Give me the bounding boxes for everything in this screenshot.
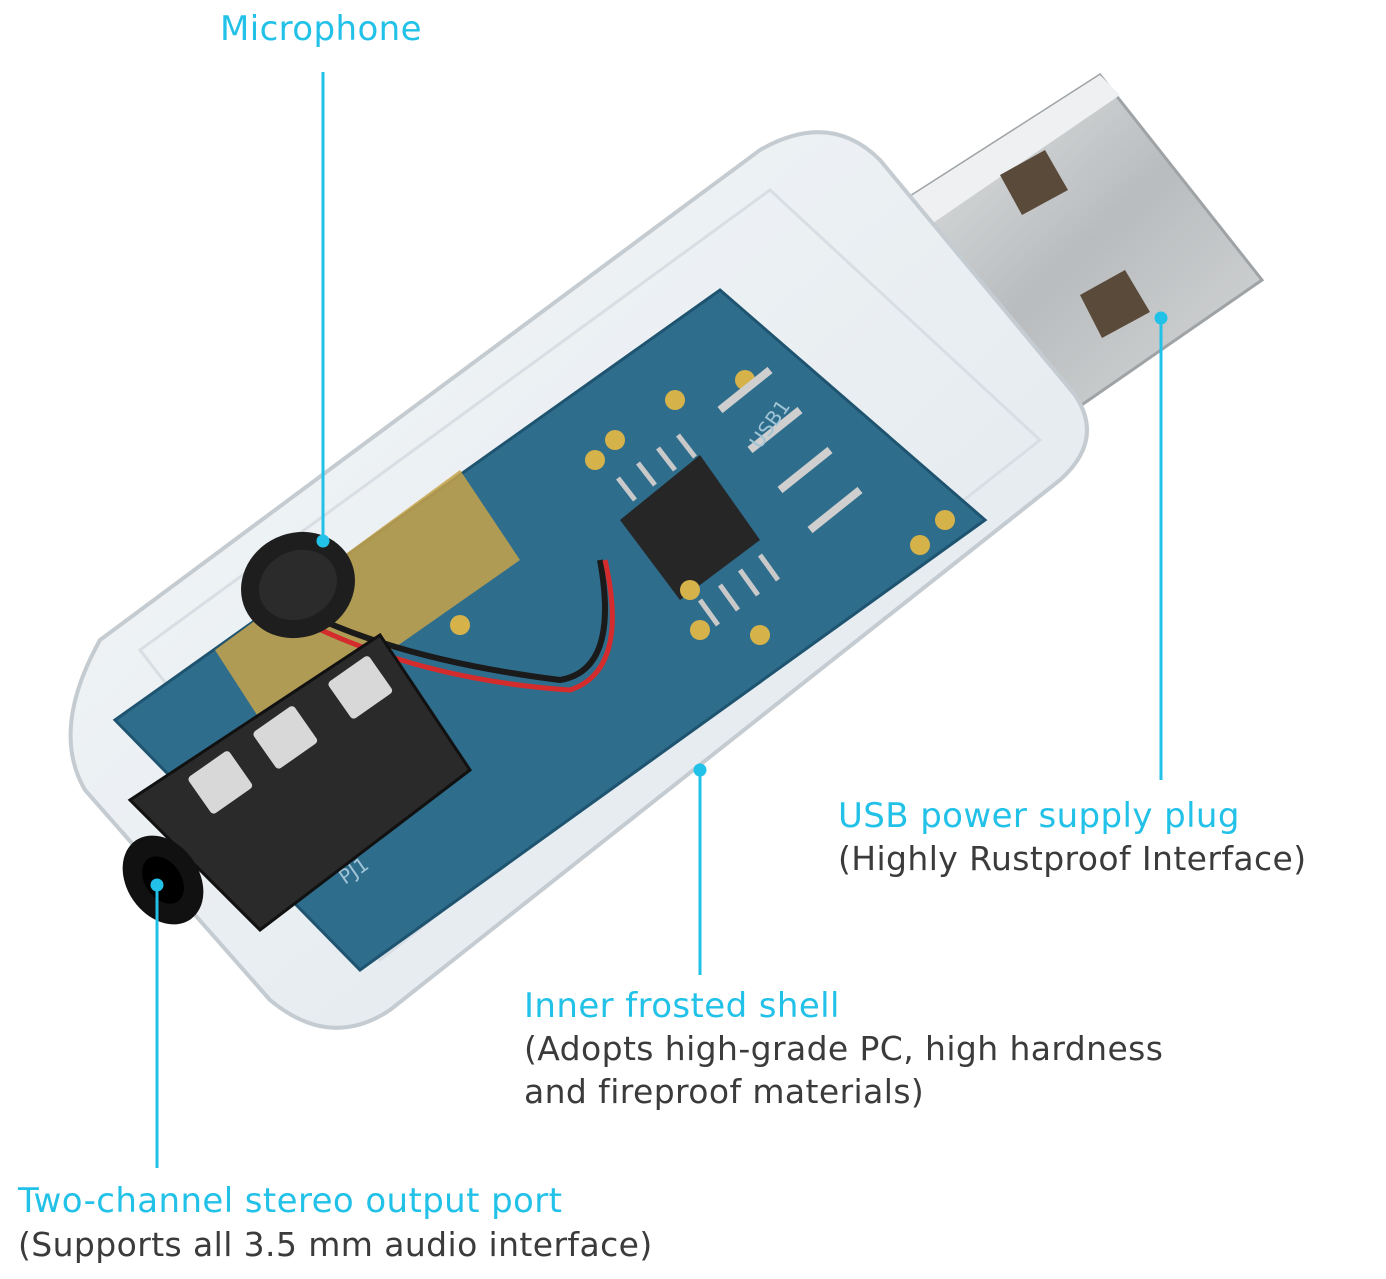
usb-leader-dot: [1154, 311, 1168, 325]
usb-slot-upper: [1000, 150, 1068, 215]
audio-jack: [122, 632, 473, 932]
microphone-title: Microphone: [220, 9, 422, 49]
usb-slot-lower: [1080, 270, 1150, 338]
shell-title: Inner frosted shell: [524, 986, 840, 1026]
usb-plug-title: USB power supply plug: [838, 796, 1240, 836]
chip: [620, 455, 760, 600]
output-port-subtitle: (Supports all 3.5 mm audio interface): [18, 1225, 653, 1264]
black-wire: [298, 559, 608, 684]
output-leader-dot: [150, 878, 164, 892]
shell-leader-dot: [693, 763, 707, 777]
microphone-leader-dot: [316, 534, 330, 548]
shell-subtitle-line2: and fireproof materials): [524, 1072, 925, 1111]
usb-plug-subtitle: (Highly Rustproof Interface): [838, 839, 1307, 878]
microphone-capsule: [241, 531, 355, 639]
mic-pad: [215, 470, 520, 735]
output-port-title: Two-channel stereo output port: [18, 1181, 563, 1221]
shell-subtitle-line1: (Adopts high-grade PC, high hardness: [524, 1029, 1164, 1068]
